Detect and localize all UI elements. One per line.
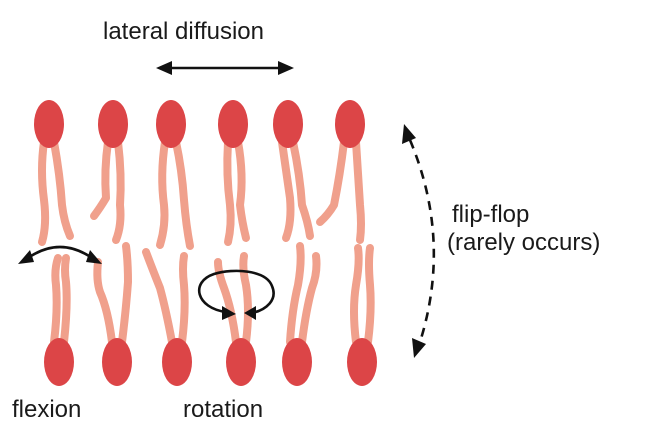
lipid-head xyxy=(335,100,365,148)
lipid-tail xyxy=(223,138,235,246)
lipid-tail xyxy=(172,138,194,250)
lipid-tail xyxy=(278,138,295,242)
lipid-head xyxy=(162,338,192,386)
lipid-tail xyxy=(93,258,116,346)
lipid-tail xyxy=(50,254,62,346)
lipid-tail xyxy=(316,138,348,226)
lipid-head xyxy=(156,100,186,148)
lipid-tail xyxy=(239,252,252,346)
rotation-label: rotation xyxy=(183,396,263,423)
lipid-tail xyxy=(112,138,125,244)
lipid-tail xyxy=(178,252,189,346)
lipid-tail xyxy=(350,244,363,346)
lipid-tail xyxy=(38,138,50,246)
flip-flop-arrow xyxy=(402,124,436,358)
lipid-tail xyxy=(289,138,314,240)
lipid-tail xyxy=(286,242,305,346)
lipid-head xyxy=(44,338,74,386)
lateral-diffusion-label: lateral diffusion xyxy=(103,18,264,45)
lipid-head xyxy=(347,338,377,386)
lipid-head xyxy=(102,338,132,386)
lipid-tail xyxy=(234,138,250,242)
flip-flop-note-label: (rarely occurs) xyxy=(447,229,600,256)
flexion-arrow xyxy=(18,245,102,264)
bottom-leaflet-tails xyxy=(50,242,375,346)
lipid-head xyxy=(34,100,64,148)
lipid-tail xyxy=(118,242,132,346)
lipid-tail xyxy=(50,138,74,240)
lipid-head xyxy=(273,100,303,148)
lipid-tail xyxy=(156,138,169,249)
flexion-label: flexion xyxy=(12,396,81,423)
lipid-head xyxy=(98,100,128,148)
bottom-leaflet-heads xyxy=(44,338,377,386)
lipid-tail xyxy=(142,248,176,346)
lipid-head xyxy=(226,338,256,386)
flip-flop-label: flip-flop xyxy=(452,201,529,228)
top-leaflet-heads xyxy=(34,100,365,148)
lipid-head xyxy=(218,100,248,148)
lipid-tail xyxy=(298,252,321,346)
top-leaflet-tails xyxy=(38,138,365,250)
lateral-diffusion-arrow xyxy=(156,61,294,75)
lipid-tail xyxy=(214,258,240,346)
lipid-head xyxy=(282,338,312,386)
rotation-arrow xyxy=(197,269,275,320)
lipid-tail xyxy=(90,138,112,220)
lipid-tail xyxy=(364,244,375,346)
lipid-tail xyxy=(352,138,365,244)
lipid-tail xyxy=(60,254,71,346)
